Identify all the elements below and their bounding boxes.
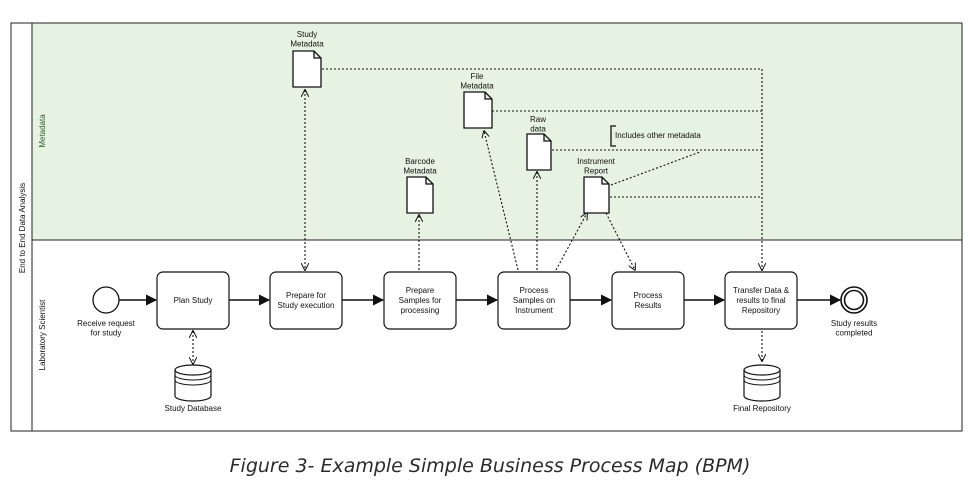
database-icon-top [743, 364, 781, 376]
bpm-diagram: End to End Data Analysis Metadata Labora… [10, 22, 963, 432]
task-label: Plan Study [174, 296, 213, 305]
text-annotation: Includes other metadata [610, 125, 701, 147]
lab-lane-label: Laboratory Scientist [38, 299, 47, 370]
database-icon-band [174, 374, 212, 386]
task-box [156, 271, 230, 330]
data-associations [193, 68, 762, 364]
document-icon [583, 176, 610, 214]
document-icon [463, 91, 493, 129]
document-icon [526, 133, 552, 171]
task-box [269, 271, 343, 330]
database-icon-band [743, 374, 781, 386]
annotation-bracket [610, 125, 616, 147]
assoc-study-metadata-transfer [322, 68, 762, 270]
data-store-label: Final Repository [733, 404, 791, 413]
start-event-circle [92, 286, 120, 314]
end-event-inner [843, 289, 865, 311]
pool-border [10, 22, 963, 432]
document-icon [292, 50, 322, 88]
data-store-label: Study Database [165, 404, 222, 413]
task-box [724, 271, 798, 330]
metadata-lane-background [32, 23, 962, 240]
document-icon [406, 176, 434, 214]
annotation-text: Includes other metadata [615, 131, 701, 140]
assoc-process-samples-instrument-report [555, 213, 587, 271]
metadata-lane-label: Metadata [38, 114, 47, 148]
task-box [383, 271, 457, 330]
data-store-study-database: Study Database [165, 364, 222, 413]
assoc-instrument-report-process-results [605, 212, 635, 270]
task-box [611, 271, 685, 330]
pool-label: End to End Data Analysis [18, 183, 27, 273]
task-plan-study: Plan Study [156, 271, 230, 330]
database-icon-top [174, 364, 212, 376]
task-box [497, 271, 571, 330]
figure-caption: Figure 3- Example Simple Business Proces… [229, 455, 751, 477]
data-store-final-repository: Final Repository [733, 364, 791, 413]
